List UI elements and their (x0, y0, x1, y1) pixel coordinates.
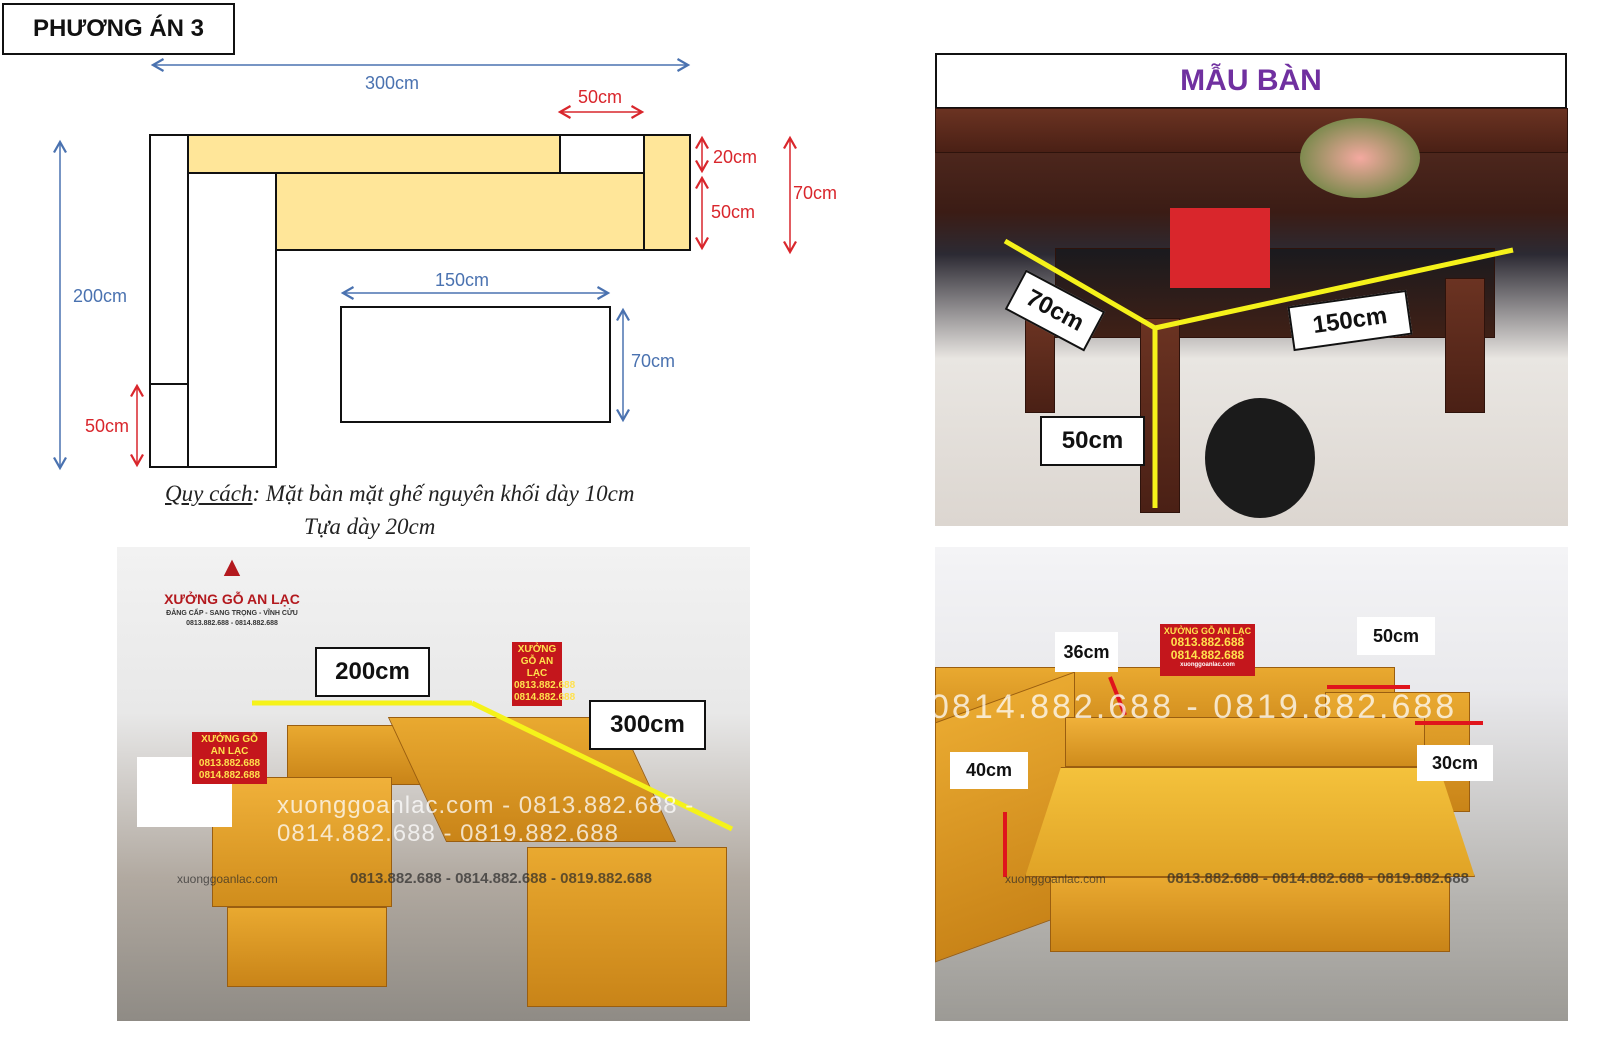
right-arm (643, 134, 691, 251)
brand-sign: XƯỞNG GỖ AN LẠC 0813.882.688 0814.882.68… (192, 732, 267, 784)
arm-width-label: 30cm (1417, 745, 1493, 781)
dimension-arrows (1003, 676, 1483, 877)
coffee-table (340, 306, 611, 423)
watermark: 0814.882.688 - 0819.882.688 (935, 688, 1458, 726)
dim-table-length: 150cm (435, 270, 489, 290)
dim-seat: 50cm (711, 202, 755, 222)
sign-phone-2: 0814.882.688 (1170, 648, 1245, 662)
dim-arm-side: 50cm (85, 416, 129, 436)
sofa-photo-2: XƯỞNG GỖ AN LẠC 0813.882.688 0814.882.68… (935, 547, 1568, 1021)
footer-site: xuonggoanlac.com (177, 872, 278, 886)
top-backrest (187, 134, 561, 174)
backrest-label: 36cm (1055, 632, 1118, 672)
table-sample-photo: 70cm 150cm 50cm (935, 108, 1568, 526)
dim-total-depth: 70cm (793, 183, 837, 203)
dimension-arrows (252, 700, 734, 832)
left-backrest (149, 134, 189, 468)
footer-phones: 0813.882.688 - 0814.882.688 - 0819.882.6… (350, 870, 652, 887)
sign-title: XƯỞNG GỖ AN LẠC (1163, 626, 1252, 636)
sofa-photo-1: ▲ XƯỞNG GỖ AN LẠC ĐẲNG CẤP - SANG TRỌNG … (117, 547, 750, 1021)
sign-phone-1: 0813.882.688 (1170, 635, 1245, 649)
brand-sign: XƯỞNG GỖ AN LẠC 0813.882.688 0814.882.68… (1160, 624, 1255, 676)
main-seat (275, 172, 645, 251)
dim-table-width: 70cm (631, 351, 675, 371)
footer-phones: 0813.882.688 - 0814.882.688 - 0819.882.6… (1167, 870, 1469, 887)
floor-plan-diagram: 300cm 50cm 20cm 50cm 70cm 200cm 50cm 150… (53, 58, 837, 471)
seat-height-label: 40cm (950, 752, 1028, 789)
brand-name: XƯỞNG GỖ AN LẠC (164, 591, 300, 607)
sofa-long-label: 300cm (589, 700, 706, 750)
dim-backrest: 20cm (713, 147, 757, 167)
watermark: xuonggoanlac.com - 0813.882.688 - 0814.8… (277, 792, 695, 847)
dim-arm-width: 50cm (578, 87, 622, 107)
spec-text: : Mặt bàn mặt ghế nguyên khối dày 10cm (252, 481, 635, 506)
brand-logo-icon: ▲ (218, 551, 246, 582)
top-gap (559, 134, 645, 174)
left-seat (187, 172, 277, 468)
dim-200: 200cm (73, 286, 127, 306)
table-height-label: 50cm (1040, 416, 1145, 466)
footer-site: xuonggoanlac.com (1005, 872, 1106, 886)
sign-site: xuonggoanlac.com (1180, 662, 1235, 668)
spec-line-1: Quy cách: Mặt bàn mặt ghế nguyên khối dà… (165, 481, 634, 507)
sofa-side-label: 200cm (315, 647, 430, 697)
spec-line-2: Tựa dày 20cm (304, 514, 436, 539)
brand-sign-2: XƯỞNG GỖ AN LẠC 0813.882.688 0814.882.68… (512, 642, 575, 706)
brand-tagline: ĐẲNG CẤP - SANG TRỌNG - VĨNH CỬU (166, 610, 298, 617)
plan-title: PHƯƠNG ÁN 3 (2, 3, 235, 55)
arm-length-label: 50cm (1357, 617, 1435, 655)
spec-label: Quy cách (165, 481, 253, 506)
dimension-arrows (1003, 238, 1514, 508)
table-sample-header: MẪU BÀN (935, 53, 1567, 109)
brand-phones: 0813.882.688 - 0814.882.688 (186, 620, 278, 627)
dim-300: 300cm (365, 73, 419, 93)
